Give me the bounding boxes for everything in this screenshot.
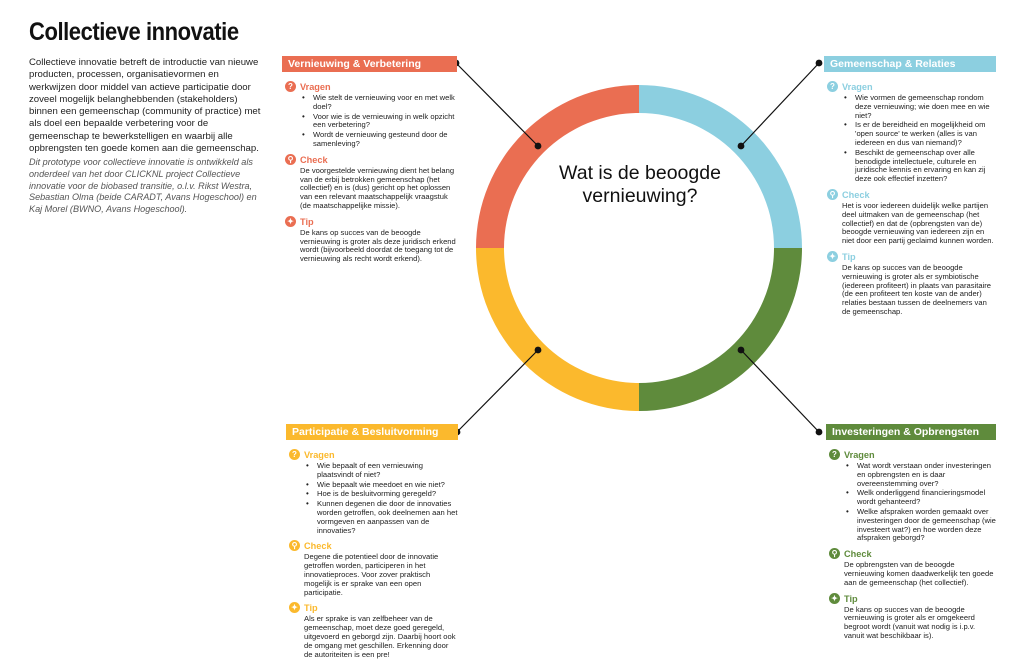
check-section: ⚲ Check Degene die potentieel door de in… [286,540,458,597]
tip-text: Als er sprake is van zelfbeheer van de g… [304,614,456,659]
check-section: ⚲ Check Het is voor iedereen duidelijk w… [824,188,996,246]
list-item: Wordt de vernieuwing gesteund door de sa… [300,130,457,149]
panel-investeringen: Investeringen & Opbrengsten ? Vragen Wat… [826,424,996,641]
vragen-section: ? Vragen Wie stelt de vernieuwing voor e… [282,81,457,149]
vragen-label: Vragen [304,450,335,460]
vragen-list: Wie bepaalt of een vernieuwing plaatsvin… [304,461,458,535]
lightbulb-icon: ✦ [285,215,296,227]
vragen-label: Vragen [842,82,873,92]
connector-line [455,62,539,147]
list-item: Welke afspraken worden gemaakt over inve… [844,507,996,543]
panel-title-gemeenschap: Gemeenschap & Relaties [824,56,996,72]
ring-segment-participatie [476,248,639,411]
ring-segment-investeringen [639,248,802,411]
lightbulb-icon: ✦ [827,250,838,262]
connector-participatie [453,346,542,436]
tip-label: Tip [844,593,858,604]
tip-text: De kans op succes van de beoogde vernieu… [842,262,992,316]
check-label: Check [300,154,328,165]
tip-section: ✦ Tip De kans op succes van de beoogde v… [282,215,457,264]
vragen-list: Wat wordt verstaan onder investeringen e… [844,461,996,543]
tip-text: De kans op succes van de beoogde vernieu… [844,604,976,640]
connector-dot [737,142,745,150]
search-icon: ⚲ [289,540,300,552]
vragen-section: ? Vragen Wie vormen de gemeenschap rondo… [824,81,996,184]
center-question: Wat is de beoogde vernieuwing? [559,162,721,207]
connector-investeringen [737,346,823,436]
question-icon: ? [827,81,838,92]
credit-text: Dit prototype voor collectieve innovatie… [29,157,257,215]
tip-section: ✦ Tip De kans op succes van de beoogde v… [824,250,996,317]
list-item: Wie vormen de gemeenschap rondom deze ve… [842,93,996,120]
check-section: ⚲ Check De voorgestelde vernieuwing dien… [282,153,457,211]
vragen-section: ? Vragen Wat wordt verstaan onder invest… [826,449,996,543]
connector-line [740,349,820,433]
list-item: Kunnen degenen die door de innovaties wo… [304,499,458,535]
check-text: Degene die potentieel door de innovatie … [304,552,439,597]
connector-line [740,62,820,147]
vragen-list: Wie vormen de gemeenschap rondom deze ve… [842,93,996,184]
lightbulb-icon: ✦ [289,602,300,614]
check-text: De voorgestelde vernieuwing dient het be… [300,165,455,210]
vragen-section: ? Vragen Wie bepaalt of een vernieuwing … [286,449,458,535]
vragen-label: Vragen [300,82,331,92]
connector-dot [737,346,745,354]
question-icon: ? [285,81,296,92]
check-section: ⚲ Check De opbrengsten van de beoogde ve… [826,548,996,587]
check-text: De opbrengsten van de beoogde vernieuwin… [844,560,994,587]
vragen-list: Wie stelt de vernieuwing voor en met wel… [300,93,457,149]
list-item: Voor wie is de vernieuwing in welk opzic… [300,112,457,131]
list-item: Hoe is de besluitvorming geregeld? [304,490,458,499]
tip-section: ✦ Tip Als er sprake is van zelfbeheer va… [286,602,458,659]
question-icon: ? [829,449,840,460]
connector-dot [534,346,542,354]
page-title: Collectieve innovatie [29,18,239,46]
tip-label: Tip [842,251,856,262]
question-icon: ? [289,449,300,460]
tip-label: Tip [304,603,318,614]
tip-label: Tip [300,216,314,227]
connector-dot [534,142,542,150]
connector-dot [815,428,823,436]
panel-title-participatie: Participatie & Besluitvorming [286,424,458,440]
connector-line [456,349,539,433]
panel-title-investeringen: Investeringen & Opbrengsten [826,424,996,440]
list-item: Is er de bereidheid en mogelijkheid om '… [842,120,996,147]
vragen-label: Vragen [844,450,875,460]
list-item: Wie stelt de vernieuwing voor en met wel… [300,93,457,112]
list-item: Beschikt de gemeenschap over alle benodi… [842,148,996,184]
search-icon: ⚲ [829,548,840,560]
connector-gemeenschap [737,59,823,150]
search-icon: ⚲ [285,153,296,165]
check-label: Check [842,189,870,200]
check-label: Check [304,541,332,552]
panel-participatie: Participatie & Besluitvorming ? Vragen W… [286,424,458,659]
search-icon: ⚲ [827,188,838,200]
tip-text: De kans op succes van de beoogde vernieu… [300,227,456,264]
panel-title-vernieuwing: Vernieuwing & Verbetering [282,56,457,72]
lightbulb-icon: ✦ [829,592,840,604]
connector-vernieuwing [452,59,542,150]
panel-gemeenschap: Gemeenschap & Relaties ? Vragen Wie vorm… [824,56,996,317]
connector-dot [815,59,823,67]
tip-section: ✦ Tip De kans op succes van de beoogde v… [826,592,996,641]
intro-text: Collectieve innovatie betreft de introdu… [29,57,261,155]
list-item: Welk onderliggend financieringsmodel wor… [844,489,996,507]
check-text: Het is voor iedereen duidelijk welke par… [842,200,994,246]
list-item: Wat wordt verstaan onder investeringen e… [844,461,996,488]
panel-vernieuwing: Vernieuwing & Verbetering ? Vragen Wie s… [282,56,457,264]
list-item: Wie bepaalt of een vernieuwing plaatsvin… [304,461,458,480]
check-label: Check [844,549,872,560]
list-item: Wie bepaalt wie meedoet en wie niet? [304,480,458,490]
